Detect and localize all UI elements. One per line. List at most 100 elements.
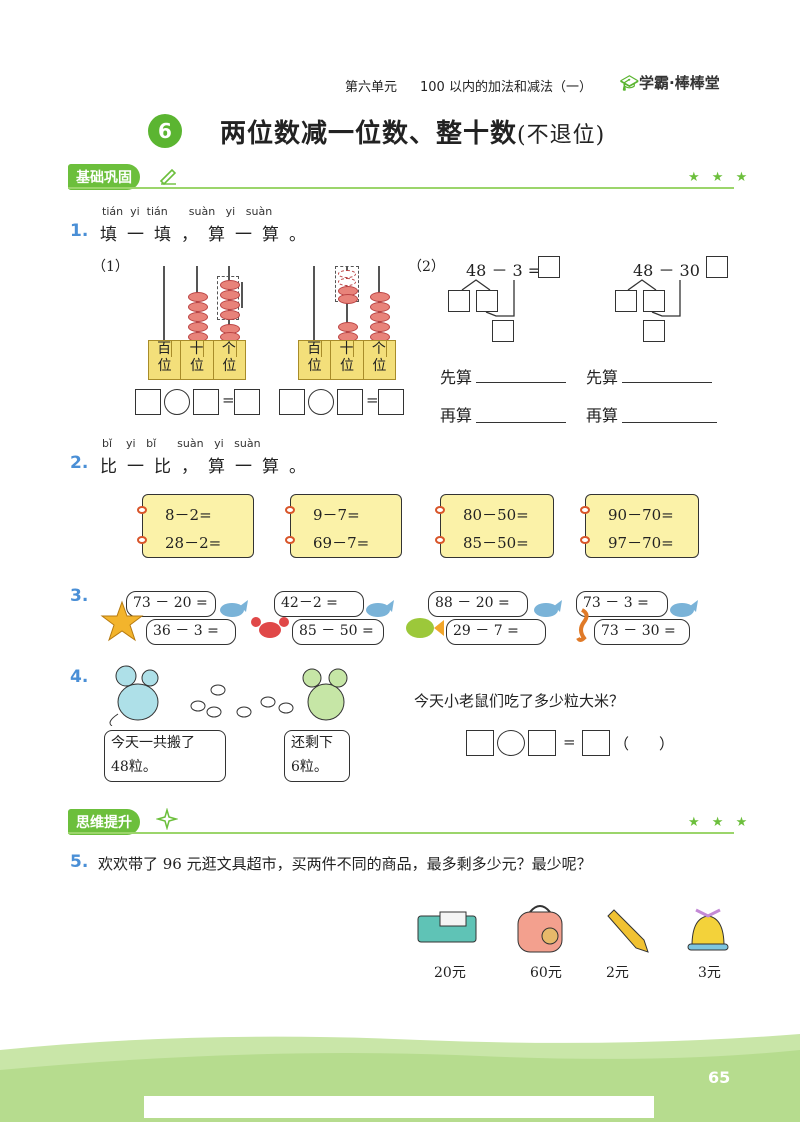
- answer-box[interactable]: [706, 256, 728, 278]
- answer-line[interactable]: [622, 422, 717, 423]
- sparkle-icon: [156, 808, 178, 830]
- whale-icon: [220, 600, 248, 617]
- price-label: 60元: [530, 965, 562, 981]
- q2-number: 2.: [70, 453, 89, 473]
- q2-instruction: 比一比，算一算。: [100, 457, 316, 477]
- equals-sign: =: [222, 391, 235, 409]
- answer-box[interactable]: [643, 320, 665, 342]
- first-step-label: 先算: [586, 368, 619, 387]
- q5-number: 5.: [70, 852, 89, 872]
- equation-48-30: 48 － 30 =: [633, 261, 719, 280]
- decompose-lines-a: [461, 279, 515, 317]
- answer-box[interactable]: [193, 389, 219, 415]
- whale-icon: [534, 600, 562, 617]
- lesson-title: 两位数减一位数、整十数(不退位): [220, 119, 606, 149]
- answer-line[interactable]: [476, 422, 566, 423]
- answer-box[interactable]: [448, 290, 470, 312]
- footer-blank-bar: [144, 1096, 654, 1118]
- abacus-1: 百位 十位 个位: [148, 262, 246, 382]
- q1-part2-label: （2）: [408, 259, 445, 275]
- binder-ring-icon: [137, 506, 147, 514]
- q1-part1-label: （1）: [92, 259, 129, 275]
- topic-label: 100 以内的加法和减法（一）: [420, 80, 592, 95]
- calc-card: 8－2=28－2=: [142, 494, 254, 558]
- price-label: 3元: [698, 965, 721, 981]
- operator-circle[interactable]: [164, 389, 190, 415]
- binder-ring-icon: [285, 536, 295, 544]
- operator-circle[interactable]: [308, 389, 334, 415]
- answer-box[interactable]: [582, 730, 610, 756]
- equation-bubble: 36 － 3 =: [146, 619, 236, 645]
- unit-label: 第六单元: [345, 80, 398, 95]
- whale-icon: [670, 600, 698, 617]
- q4-number: 4.: [70, 667, 89, 687]
- answer-box[interactable]: [466, 730, 494, 756]
- answer-box[interactable]: [476, 290, 498, 312]
- q5-text: 欢欢带了 96 元逛文具超市，买两件不同的商品，最多剩多少元？最少呢？: [98, 855, 592, 873]
- answer-box[interactable]: [234, 389, 260, 415]
- answer-line[interactable]: [622, 382, 712, 383]
- page-number: 65: [708, 1068, 731, 1087]
- crab-icon: [251, 617, 289, 638]
- equation-bubble: 85 － 50 =: [292, 619, 384, 645]
- answer-box[interactable]: [528, 730, 556, 756]
- section-thinking-tag: 思维提升: [68, 809, 140, 835]
- q2-pinyin: bǐ yi bǐ suàn yi suàn: [102, 437, 261, 450]
- equation-bubble: 88 － 20 =: [428, 591, 528, 617]
- mouse-eating-rice-icon: [302, 668, 348, 721]
- answer-box[interactable]: [615, 290, 637, 312]
- rice-grains-icon: [190, 684, 294, 718]
- mouse-carrying-rice-icon: [109, 665, 159, 726]
- answer-box[interactable]: [492, 320, 514, 342]
- binder-ring-icon: [580, 536, 590, 544]
- starfish-icon: [100, 600, 144, 642]
- answer-box[interactable]: [279, 389, 305, 415]
- answer-box[interactable]: [135, 389, 161, 415]
- seahorse-icon: [576, 608, 589, 642]
- pencil-case-icon: [417, 911, 477, 943]
- calc-card: 80－50=85－50=: [440, 494, 554, 558]
- decompose-lines-b: [627, 279, 681, 317]
- binder-ring-icon: [137, 536, 147, 544]
- price-label: 20元: [434, 965, 466, 981]
- q1-instruction: 填一填，算一算。: [100, 225, 316, 245]
- answer-line[interactable]: [476, 382, 566, 383]
- whale-icon: [366, 600, 394, 617]
- equation-bubble: 29 － 7 =: [446, 619, 546, 645]
- pencil-edit-icon: [159, 168, 177, 185]
- operator-circle[interactable]: [497, 730, 525, 756]
- abacus-2: 百位 十位 个位: [298, 262, 396, 382]
- answer-box[interactable]: [378, 389, 404, 415]
- answer-box[interactable]: [643, 290, 665, 312]
- binder-ring-icon: [285, 506, 295, 514]
- q4-question: 今天小老鼠们吃了多少粒大米？: [414, 692, 625, 710]
- equation-bubble: 73 － 20 =: [126, 591, 216, 617]
- difficulty-stars: ★ ★ ★: [688, 170, 752, 185]
- backpack-icon: [517, 905, 563, 953]
- binder-ring-icon: [435, 536, 445, 544]
- q1-number: 1.: [70, 221, 89, 241]
- answer-box[interactable]: [337, 389, 363, 415]
- pencil-icon: [607, 909, 649, 953]
- q1-pinyin: tián yi tián suàn yi suàn: [102, 205, 273, 218]
- then-step-label: 再算: [440, 406, 473, 425]
- price-label: 2元: [606, 965, 629, 981]
- answer-box[interactable]: [538, 256, 560, 278]
- brand-logo: 🎓︎学霸·棒棒堂: [620, 74, 720, 92]
- q3-number: 3.: [70, 586, 89, 606]
- unit-parentheses[interactable]: （ ）: [614, 735, 675, 753]
- graduation-cap-icon: 🎓︎: [620, 74, 640, 92]
- calc-card: 90－70=97－70=: [585, 494, 699, 558]
- difficulty-stars: ★ ★ ★: [688, 815, 752, 830]
- equation-bubble: 42－2 =: [274, 591, 364, 617]
- abacus-2-base: 百位 十位 个位: [298, 340, 396, 380]
- equals-sign: =: [366, 391, 379, 409]
- equals-sign: =: [563, 733, 576, 751]
- fish-icon: [406, 618, 444, 638]
- binder-ring-icon: [580, 506, 590, 514]
- equation-48-3: 48 － 3 =: [466, 261, 542, 280]
- section-divider: [68, 187, 734, 189]
- binder-ring-icon: [435, 506, 445, 514]
